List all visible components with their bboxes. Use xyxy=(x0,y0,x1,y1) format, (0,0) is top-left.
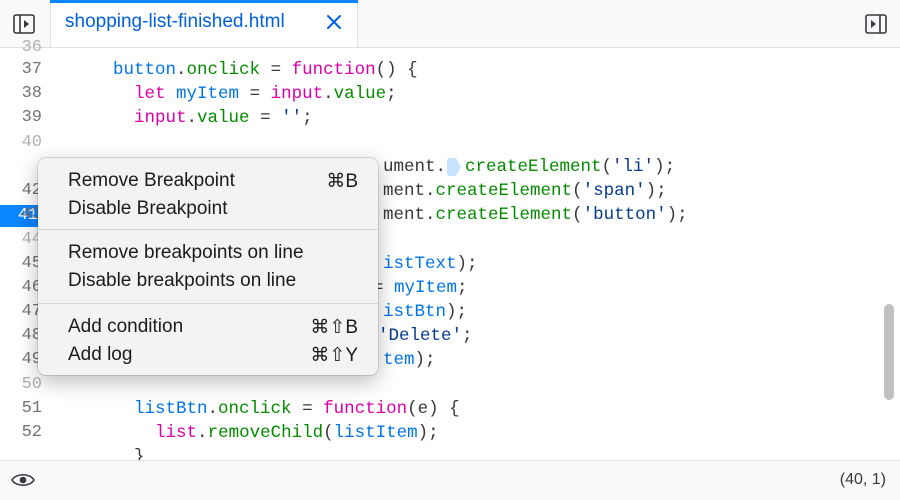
line-number[interactable]: 43 xyxy=(21,205,42,224)
code-line[interactable]: ment.createElement('button'); xyxy=(383,205,688,225)
cursor-position[interactable]: (40, 1) xyxy=(839,471,886,488)
line-number[interactable]: 38 xyxy=(21,84,42,103)
menu-separator xyxy=(38,229,378,230)
code-line[interactable]: } xyxy=(50,447,145,460)
code-line[interactable]: ument. xyxy=(383,157,447,177)
editor-tab-bar: shopping-list-finished.html xyxy=(0,0,900,48)
line-number[interactable]: 39 xyxy=(21,108,42,127)
line-number[interactable]: 51 xyxy=(21,399,42,418)
column-breakpoint-marker[interactable] xyxy=(447,158,461,176)
line-number[interactable]: 40 xyxy=(21,133,42,152)
code-line[interactable]: button.onclick = function() { xyxy=(113,60,418,80)
code-line[interactable]: istBtn); xyxy=(383,302,468,322)
vertical-scrollbar[interactable] xyxy=(880,48,900,460)
tab-shopping-list-finished[interactable]: shopping-list-finished.html xyxy=(50,0,358,47)
scrollbar-thumb[interactable] xyxy=(884,304,894,400)
line-number[interactable]: 47 xyxy=(21,302,42,321)
code-line[interactable]: tem); xyxy=(383,350,436,370)
line-number[interactable]: 37 xyxy=(21,60,42,79)
menu-item-disable-breakpoint[interactable]: Disable Breakpoint xyxy=(68,198,228,219)
line-number[interactable]: 45 xyxy=(21,254,42,273)
line-number[interactable]: 50 xyxy=(21,375,42,394)
code-line[interactable]: input.value = ''; xyxy=(134,108,313,128)
line-number[interactable]: 44 xyxy=(21,230,42,249)
toggle-sources-sidebar-icon[interactable] xyxy=(12,12,36,36)
close-icon[interactable] xyxy=(325,13,343,31)
line-number[interactable]: 42 xyxy=(21,181,42,200)
breakpoint-marker[interactable]: 41 xyxy=(0,205,48,227)
code-line[interactable]: let myItem = input.value; xyxy=(134,84,397,104)
menu-item-remove-breakpoints-on-line[interactable]: Remove breakpoints on line xyxy=(68,242,304,263)
menu-separator xyxy=(38,303,378,304)
breakpoint-line-number: 41 xyxy=(17,206,38,225)
line-number[interactable]: 52 xyxy=(21,423,42,442)
editor-status-bar: (40, 1) xyxy=(0,460,900,500)
shortcut-label: ⌘⇧B xyxy=(310,317,358,338)
menu-item-add-condition[interactable]: Add condition ⌘⇧B xyxy=(68,316,358,338)
menu-item-add-log[interactable]: Add log ⌘⇧Y xyxy=(68,344,358,366)
line-number[interactable]: 48 xyxy=(21,326,42,345)
toggle-debugger-sidebar-icon[interactable] xyxy=(864,12,888,36)
code-line[interactable]: list.removeChild(listItem); xyxy=(155,423,439,443)
code-line[interactable]: listBtn.onclick = function(e) { xyxy=(134,399,460,419)
breakpoint-context-menu: Remove Breakpoint ⌘B Disable Breakpoint … xyxy=(38,158,378,375)
line-number[interactable]: 46 xyxy=(21,278,42,297)
menu-item-remove-breakpoint[interactable]: Remove Breakpoint ⌘B xyxy=(68,170,358,192)
eye-icon[interactable] xyxy=(10,469,36,491)
menu-item-disable-breakpoints-on-line[interactable]: Disable breakpoints on line xyxy=(68,270,297,291)
code-line[interactable]: = myItem; xyxy=(373,278,468,298)
shortcut-label: ⌘B xyxy=(326,171,358,192)
line-number-gutter[interactable]: 36 37 38 39 40 41 42 43 44 45 46 47 48 4… xyxy=(0,38,50,460)
tab-title: shopping-list-finished.html xyxy=(65,11,285,32)
code-line[interactable]: createElement('li'); xyxy=(465,157,676,177)
code-line[interactable]: ment.createElement('span'); xyxy=(383,181,667,201)
code-line[interactable]: istText); xyxy=(383,254,478,274)
code-line[interactable]: 'Delete'; xyxy=(378,326,473,346)
line-number[interactable]: 49 xyxy=(21,350,42,369)
code-editor[interactable]: button.onclick = function() { let myItem… xyxy=(50,48,880,460)
line-number[interactable]: 36 xyxy=(21,38,42,57)
shortcut-label: ⌘⇧Y xyxy=(310,345,358,366)
